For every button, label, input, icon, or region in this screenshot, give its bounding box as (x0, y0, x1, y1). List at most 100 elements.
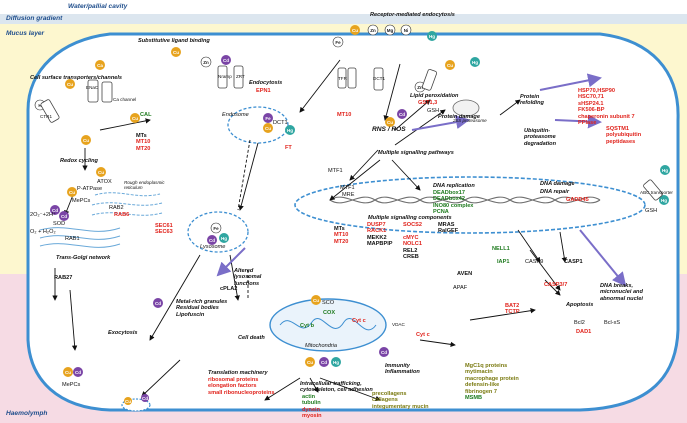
signal-col1-0: DUSP7 (367, 222, 386, 228)
mts-top-0: MTs (136, 133, 147, 139)
enac-label: ENaC (86, 85, 99, 90)
atox-label: ATOX (97, 179, 112, 185)
immunity-0: MgC1q proteins (465, 363, 508, 369)
apoptosis-heading: Apoptosis (566, 302, 594, 308)
vdac-label: VDAC (392, 322, 405, 327)
zone-mucus-label: Mucus layer (6, 30, 45, 37)
immunity-4: fibrinogen 7 (465, 388, 498, 395)
sod-label: SOD (53, 221, 66, 227)
dct1-label: DCT1 (273, 120, 288, 126)
translation-list: ribosomal proteins elongation factors sm… (208, 377, 275, 396)
receptor-heading: Receptor-mediated endocytosis (370, 12, 455, 18)
sod-reaction-top: 2O₂⁻+2H⁺ (30, 212, 56, 218)
casp1-label: CASP1 (564, 259, 583, 265)
cytc-out-label: Cyt c (416, 332, 430, 338)
svg-text:Cd: Cd (75, 370, 81, 375)
bat2-0: BAT2 (505, 303, 520, 309)
bclxs-label: Bcl-xS (604, 320, 621, 326)
mts-nuc-0: MTs (334, 226, 345, 232)
mts-nuc-list: MTs MT10 MT20 (334, 226, 348, 245)
protein-damage-heading: Protein damage (438, 114, 480, 120)
golgi (39, 227, 121, 248)
casp9-label: CASP9 (525, 259, 544, 265)
metal-ions: Cu Cd Zn Fe Cu Hg Fe Cu Zn Mg Ni Hg Cu C… (34, 24, 670, 405)
svg-text:Cu: Cu (387, 120, 393, 125)
sqstm-1: polyubiquitin (606, 132, 642, 139)
signal-col3-1: RalGEF (438, 228, 459, 235)
svg-text:Hg: Hg (221, 236, 227, 241)
gsh-label: GSH (427, 108, 440, 114)
translation-1: elongation factors (208, 383, 257, 390)
svg-text:H: H (38, 103, 41, 108)
svg-text:Mg: Mg (387, 28, 394, 33)
proteasome-label: 26S proteasome (453, 118, 487, 123)
dna-rep-green-list: DEADbox17 DEADbox42 INO80 complex PCNA (433, 190, 473, 216)
signal-col2-3: NOLC1 (403, 241, 422, 248)
zone-cavity-label: Water/pallial cavity (68, 3, 128, 10)
mts-nuc-1: MT10 (334, 232, 349, 239)
svg-text:Cd: Cd (399, 112, 405, 117)
dna-rep-green-2: INO80 complex (433, 202, 474, 209)
mitochondria-label: Mitochondria (305, 343, 338, 349)
mts-top-1: MT10 (136, 139, 151, 146)
svg-text:Cu: Cu (69, 190, 75, 195)
svg-text:Ni: Ni (404, 28, 409, 33)
svg-text:Cu: Cu (83, 138, 89, 143)
svg-text:Cd: Cd (52, 208, 58, 213)
aven-label: AVEN (457, 271, 473, 277)
mepcs-bottom-label: MePCs (62, 382, 81, 388)
zrt-label: ZRT (236, 74, 245, 79)
svg-text:Cd: Cd (381, 350, 387, 355)
translation-0: ribosomal proteins (208, 377, 259, 383)
hsp-2: sHSP24.1 (578, 100, 604, 107)
mepcs-label: MePCs (72, 198, 91, 204)
multiple-components-heading: Multiple signalling components (368, 215, 452, 221)
dna-rep-green-0: DEADbox17 (433, 190, 466, 196)
intracellular-list: actin tubulin dynein myosin (302, 394, 322, 420)
endosome-label: Endosome (222, 112, 249, 118)
sco-label: SCO (322, 300, 335, 306)
signal-col2-5: CREB (403, 254, 419, 261)
svg-text:Cd: Cd (155, 301, 161, 306)
dna-damage-heading: DNA damage (540, 181, 575, 187)
sod-reaction-bottom: O₂ + H₂O₂ (30, 229, 56, 235)
cpla2-label: cPLA2 (220, 286, 238, 292)
mts-top-list: MTs MT10 MT20 (136, 133, 150, 152)
ctr1-label: CTR1 (40, 114, 52, 119)
translation-2: small ribonucleoproteins (208, 389, 275, 396)
mt10-label: MT10 (337, 112, 352, 118)
p-atpase-label: P-ATPase (77, 186, 103, 192)
svg-text:Fe: Fe (213, 226, 219, 231)
sqstm-list: SQSTM1 polyubiquitin peptidases (606, 126, 641, 145)
mts-nuc-2: MT20 (334, 238, 349, 245)
mtf1-nuc-label: MTF1 (340, 185, 355, 191)
iap1-label: IAP1 (497, 259, 510, 265)
rab1-label: RAB1 (65, 236, 80, 242)
endosome (227, 106, 289, 144)
mtf1-top-label: MTF1 (328, 168, 343, 174)
svg-text:Fe: Fe (265, 116, 271, 121)
rab2-label: RAB2 (109, 205, 124, 211)
precollagens-2: integumentary mucin (372, 403, 429, 410)
dna-repair-heading: DNA repair (540, 189, 570, 195)
svg-text:Zn: Zn (203, 60, 209, 65)
svg-text:Cu: Cu (132, 116, 138, 121)
sqstm-0: SQSTM1 (606, 126, 630, 132)
signal-col1-1: RACK1 (367, 228, 387, 235)
immunity-2: macrophage protein (465, 375, 519, 382)
abc-transporter-label: ABC transporter (640, 190, 673, 195)
substitutive-heading: Substitutive ligand binding (138, 38, 210, 44)
signal-col2: SOCS2 cMYC NOLC1 REL2 CREB (403, 222, 422, 260)
epn1-label: EPN1 (256, 88, 271, 94)
cal-label: CAL (140, 112, 152, 118)
svg-text:Cu: Cu (352, 28, 358, 33)
immunity-5: MSMB (465, 395, 483, 402)
mre-label: MRE (342, 192, 355, 198)
intracellular-2: dynein (302, 406, 321, 413)
gradient-zone (0, 14, 687, 24)
